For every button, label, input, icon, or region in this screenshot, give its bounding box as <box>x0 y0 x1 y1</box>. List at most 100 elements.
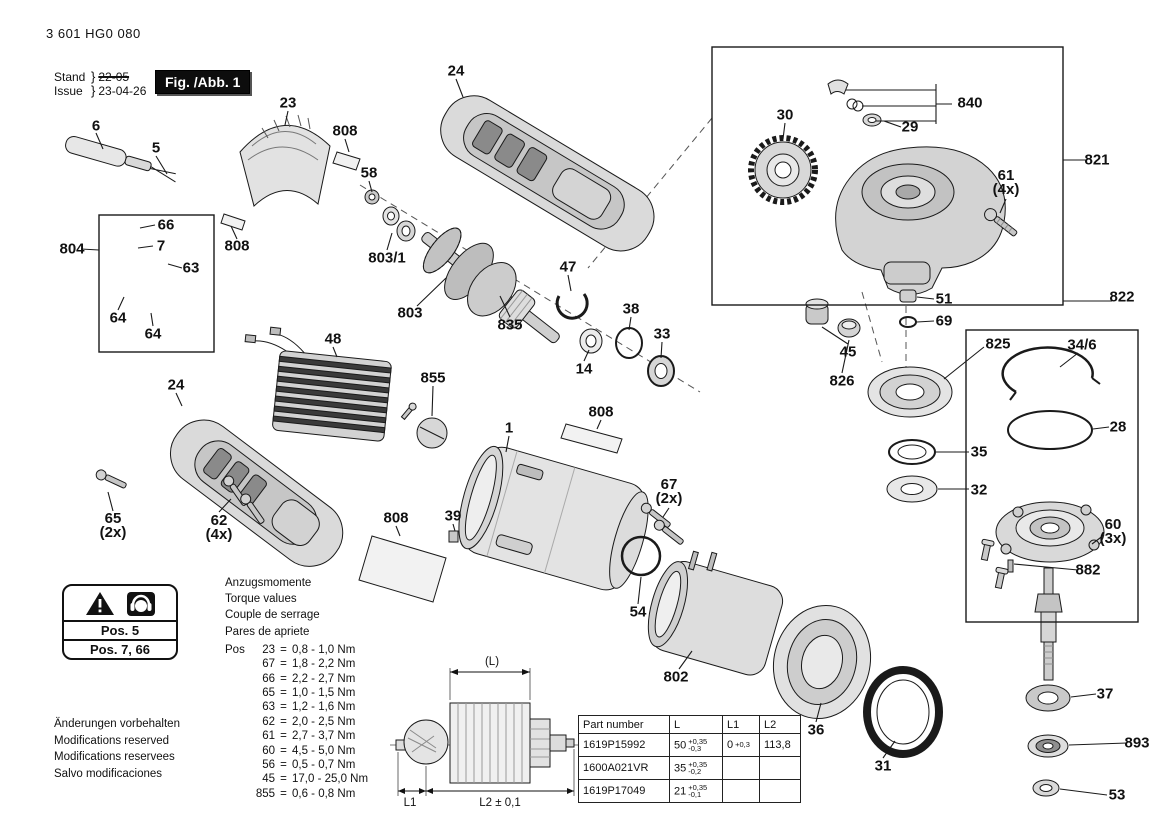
document-number: 3 601 HG0 080 <box>46 26 141 41</box>
part-label-808-c: 808 <box>588 403 614 421</box>
torque-pos: 61 <box>262 730 275 743</box>
torque-prefix-spacer <box>225 657 251 671</box>
label-plates-drawing <box>220 151 623 603</box>
part-label-840: 840 <box>957 94 983 112</box>
screw-61-drawing <box>984 208 1018 237</box>
l-tolerance: +0,35-0,1 <box>688 782 708 799</box>
part-label-30: 30 <box>776 106 794 124</box>
lubricant-tool-drawing <box>65 135 176 183</box>
dim-label-L2: L2 ± 0,1 <box>479 797 521 809</box>
torque-prefix-spacer <box>225 686 251 700</box>
equals-sign: = <box>280 730 287 743</box>
torque-pos: 66 <box>262 672 275 685</box>
part-label-45: 45 <box>839 343 857 361</box>
part-label-67: 67 (2x) <box>655 477 683 507</box>
part-label-31: 31 <box>874 757 892 775</box>
equals-sign: = <box>280 773 287 786</box>
cell-part-number: 1619P15992 <box>578 733 670 757</box>
l1-tolerance: +0,3 <box>735 741 750 749</box>
part-label-33: 33 <box>653 325 671 343</box>
torque-prefix-spacer <box>225 787 251 801</box>
torque-value: 0,5 - 0,7 Nm <box>292 759 356 772</box>
torque-pos: 23 <box>262 643 275 656</box>
part-label-37: 37 <box>1096 685 1114 703</box>
torque-pos: 62 <box>262 715 275 728</box>
part-label-893: 893 <box>1124 734 1150 752</box>
part-label-65: 65 (2x) <box>99 510 127 541</box>
part-label-64-b: 64 <box>144 325 162 343</box>
l-value: 50 <box>674 738 687 751</box>
part-label-7: 7 <box>156 237 166 255</box>
cell-l2 <box>759 756 801 780</box>
part-label-61-number: 61 <box>997 167 1015 184</box>
part-label-60: 60 (3x) <box>1100 517 1127 546</box>
part-label-64-a: 64 <box>109 309 127 327</box>
l-tol-up: +0,35 <box>688 782 708 792</box>
bearing-cover-drawing <box>772 604 872 720</box>
torque-pos: 60 <box>262 744 275 757</box>
spindle-gear-drawing <box>805 298 861 338</box>
col-header-part-number: Part number <box>578 715 670 734</box>
part-label-1: 1 <box>504 419 514 437</box>
bearing-flange-drawing <box>995 501 1105 563</box>
part-label-835: 835 <box>497 316 523 334</box>
torque-pos: 65 <box>262 687 275 700</box>
part-label-67-qty: (2x) <box>655 490 683 507</box>
o-ring-54-drawing <box>620 535 662 577</box>
part-label-65-qty: (2x) <box>99 524 127 541</box>
cell-l2: 113,8 <box>759 733 801 757</box>
equals-sign: = <box>280 715 287 728</box>
cover-plate-drawing <box>239 114 331 207</box>
l-tol-down: -0,2 <box>688 767 702 776</box>
dim-label-L1: L1 <box>403 797 417 809</box>
dimension-table: Part number L L1 L2 1619P15992 50+0,35-0… <box>578 715 801 803</box>
leader-lines <box>80 78 1128 796</box>
torque-pos: 63 <box>262 701 275 714</box>
torque-pos: 855 <box>255 787 275 800</box>
footer-note-fr: Modifications reservees <box>54 751 175 763</box>
part-label-29: 29 <box>901 118 919 136</box>
part-label-47: 47 <box>559 258 577 276</box>
torque-row-62: 62 = 2,0 - 2,5 Nm <box>225 715 368 729</box>
torque-pos: 56 <box>262 759 275 772</box>
screws-67-drawing <box>640 502 684 545</box>
part-label-803: 803 <box>397 304 423 322</box>
cell-l1 <box>722 756 760 780</box>
torque-prefix-spacer <box>225 758 251 772</box>
clamp-rings-drawing <box>1001 346 1101 450</box>
equals-sign: = <box>280 701 287 714</box>
part-label-69: 69 <box>935 312 953 330</box>
equals-sign: = <box>280 744 287 757</box>
spindle-drawing <box>1034 567 1063 681</box>
dimension-sketch-drawing <box>390 668 580 796</box>
torque-prefix-spacer <box>225 715 251 729</box>
torque-values-block: Anzugsmomente Torque values Couple de se… <box>225 575 368 801</box>
safety-pos-7-66: Pos. 7, 66 <box>90 642 150 657</box>
part-label-825: 825 <box>985 335 1011 353</box>
torque-title-de: Anzugsmomente <box>225 577 312 589</box>
equals-sign: = <box>280 687 287 700</box>
l-tol-up: +0,35 <box>688 759 708 769</box>
torque-value: 0,8 - 1,0 Nm <box>292 643 356 656</box>
torque-title-fr: Couple de serrage <box>225 609 320 622</box>
cell-l1 <box>722 779 760 803</box>
shaft-rings-drawing <box>555 293 675 387</box>
l-tolerance: +0,35-0,3 <box>688 737 707 753</box>
part-label-35: 35 <box>970 443 988 461</box>
torque-pos: 45 <box>262 773 275 786</box>
dimension-table-header-row: Part number L L1 L2 <box>578 715 801 734</box>
equals-sign: = <box>280 759 287 772</box>
part-label-855: 855 <box>420 369 446 387</box>
torque-row-855: 855 = 0,6 - 0,8 Nm <box>225 787 368 801</box>
part-label-62-qty: (4x) <box>205 526 233 543</box>
torque-prefix-spacer <box>225 744 251 758</box>
part-label-61: 61 (4x) <box>993 167 1020 197</box>
figure-label: Fig. /Abb. 1 <box>155 70 251 94</box>
revision-stand-row: Stand } 22-05 <box>54 70 146 85</box>
l-value: 21 <box>674 784 687 797</box>
part-label-65-number: 65 <box>104 510 122 527</box>
part-label-803-1: 803/1 <box>368 249 406 267</box>
part-label-62: 62 (4x) <box>205 513 233 543</box>
col-header-l: L <box>669 715 723 734</box>
